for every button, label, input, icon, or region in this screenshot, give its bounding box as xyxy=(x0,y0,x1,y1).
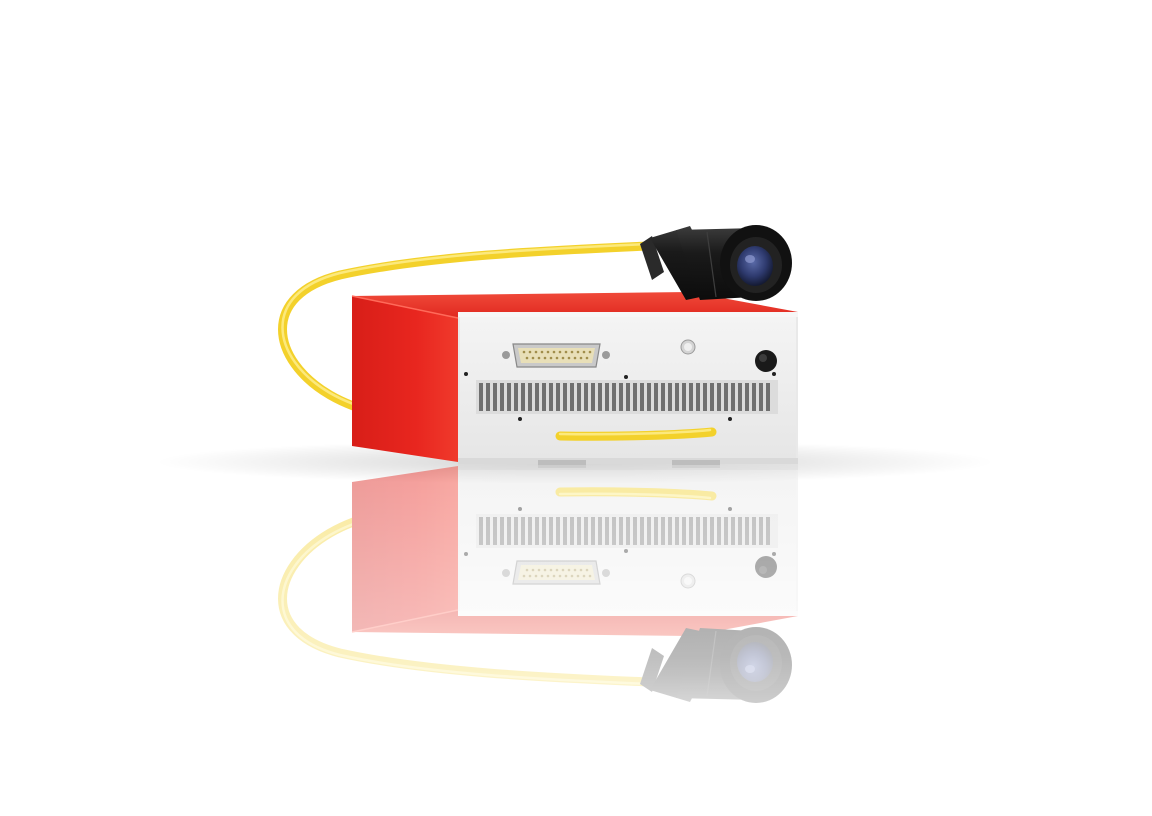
laser-device xyxy=(283,225,799,465)
reflection-fade xyxy=(0,462,1152,816)
